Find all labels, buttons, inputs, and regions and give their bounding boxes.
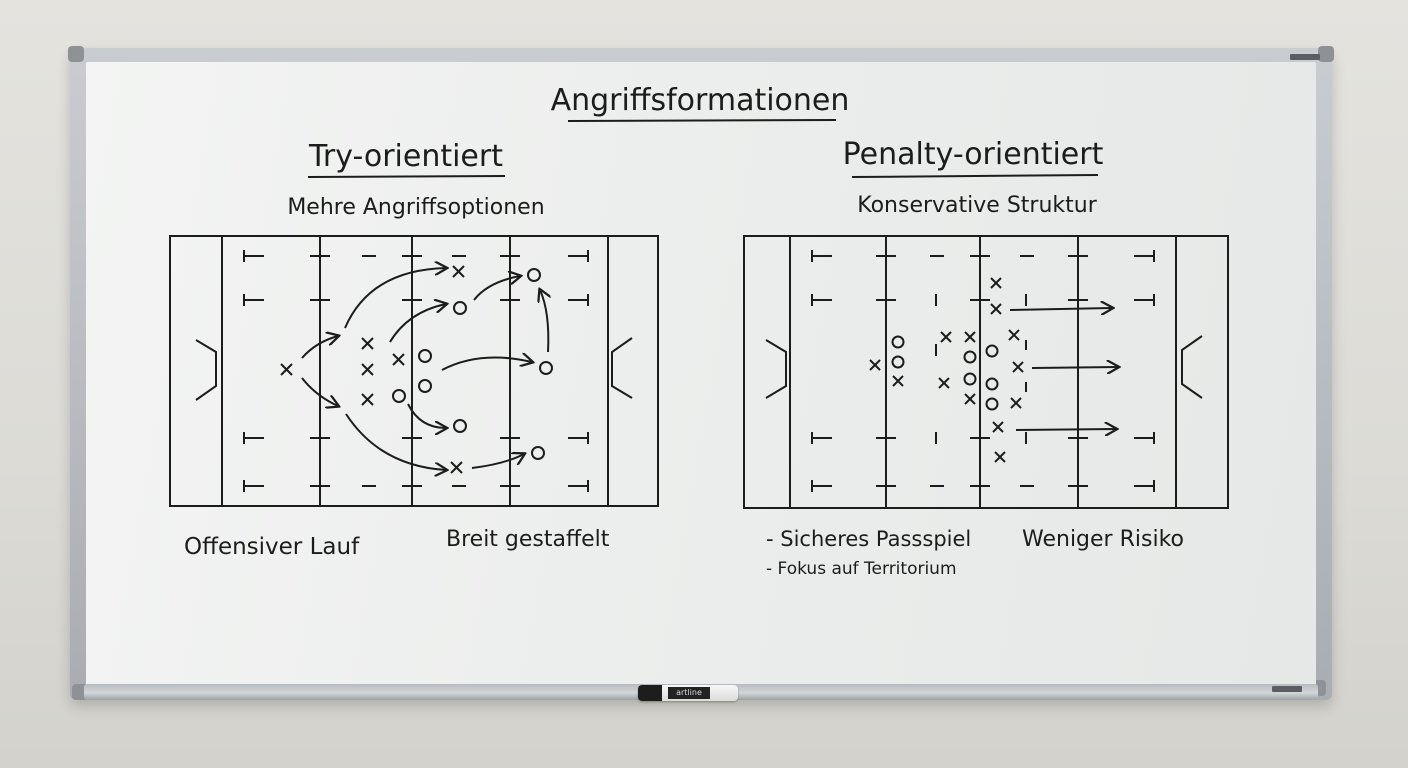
left-heading: Try-orientiert: [308, 139, 503, 174]
marker-cap: [638, 685, 662, 701]
brand-plate-top: [1290, 54, 1320, 60]
left-players-o: [392, 268, 553, 460]
right-heading-underline: [851, 174, 1099, 178]
title-underline: [567, 119, 837, 122]
right-field: [743, 235, 1229, 509]
right-bullet-territory: - Fokus auf Territorium: [766, 559, 957, 579]
right-players-o: [891, 335, 999, 411]
frame-corner-top-left: [68, 46, 84, 62]
right-subheading: Konservative Struktur: [857, 193, 1097, 218]
right-bullet-passing: - Sicheres Passspiel: [766, 527, 971, 551]
board-title: Angriffsformationen: [551, 83, 850, 118]
right-attackers-x: [869, 277, 1024, 463]
frame-corner-top-right: [1318, 46, 1334, 62]
whiteboard-marker[interactable]: artline: [638, 685, 738, 701]
left-field: [169, 235, 659, 507]
left-heading-underline: [307, 175, 506, 178]
left-subheading: Mehre Angriffsoptionen: [287, 195, 544, 220]
brand-plate-tray: [1272, 686, 1302, 692]
left-attackers-x: [280, 265, 465, 474]
left-run-arrows: [301, 268, 548, 470]
marker-label: artline: [668, 687, 710, 699]
left-note-wide: Breit gestaffelt: [446, 527, 610, 552]
right-kick-arrows: [1009, 308, 1118, 430]
left-note-offensive: Offensiver Lauf: [184, 534, 360, 560]
right-note-risk: Weniger Risiko: [1022, 527, 1184, 552]
right-heading: Penalty-orientiert: [843, 137, 1104, 172]
